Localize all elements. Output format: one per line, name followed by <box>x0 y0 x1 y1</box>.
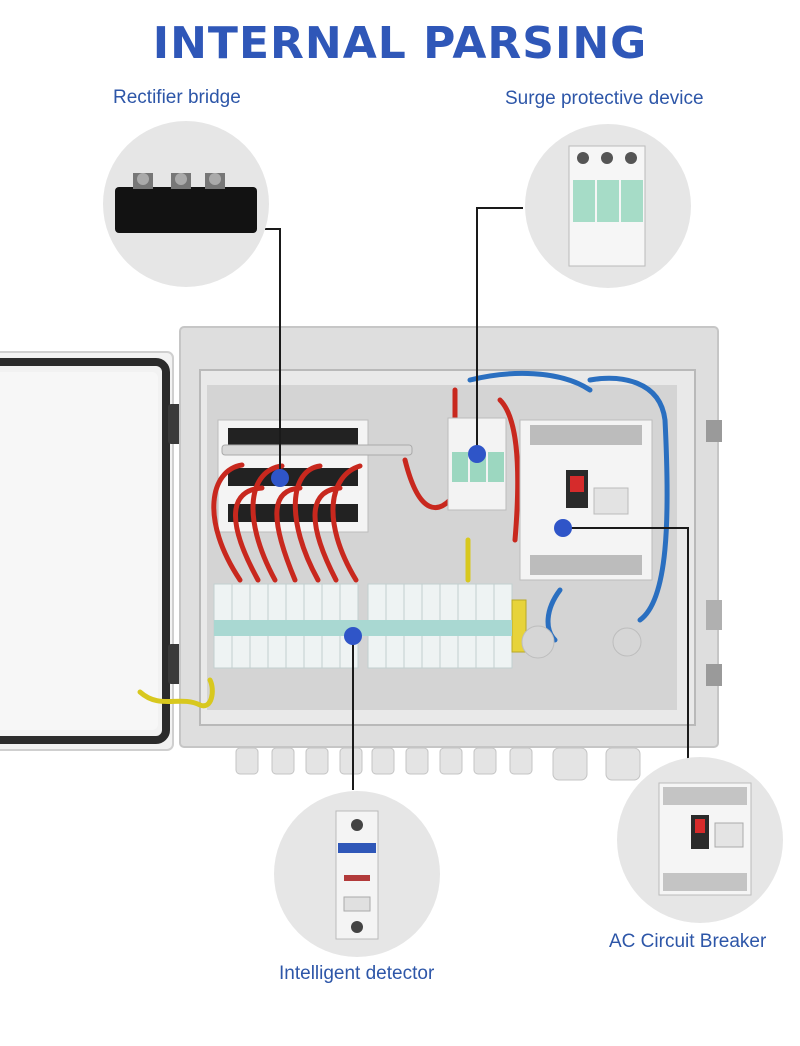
ac-circuit-breaker-label: AC Circuit Breaker <box>609 931 767 952</box>
hinges <box>168 404 182 684</box>
dc-input-wires <box>211 387 521 583</box>
knockout-hole <box>521 625 555 659</box>
module-bands <box>214 620 512 636</box>
cable-glands <box>235 747 641 781</box>
ac-breaker-panel <box>519 419 653 581</box>
page-title: INTERNAL PARSING <box>152 18 648 69</box>
rectifier-bridge-label: Rectifier bridge <box>113 87 241 108</box>
surge-protective-device-zoom <box>525 124 691 288</box>
callout-leaders <box>265 207 689 790</box>
intelligent-detector-zoom <box>274 791 440 957</box>
callout-markers <box>271 445 572 645</box>
ground-wires <box>137 537 471 709</box>
knockout-hole <box>612 627 642 657</box>
enclosure-door <box>0 351 174 751</box>
rectifier-bridge-zoom <box>103 121 269 287</box>
surge-protective-device-label: Surge protective device <box>505 88 704 109</box>
ac-circuit-breaker-zoom <box>617 757 783 923</box>
intelligent-detector-label: Intelligent detector <box>279 963 435 984</box>
intelligent-detector-rail <box>213 583 527 669</box>
